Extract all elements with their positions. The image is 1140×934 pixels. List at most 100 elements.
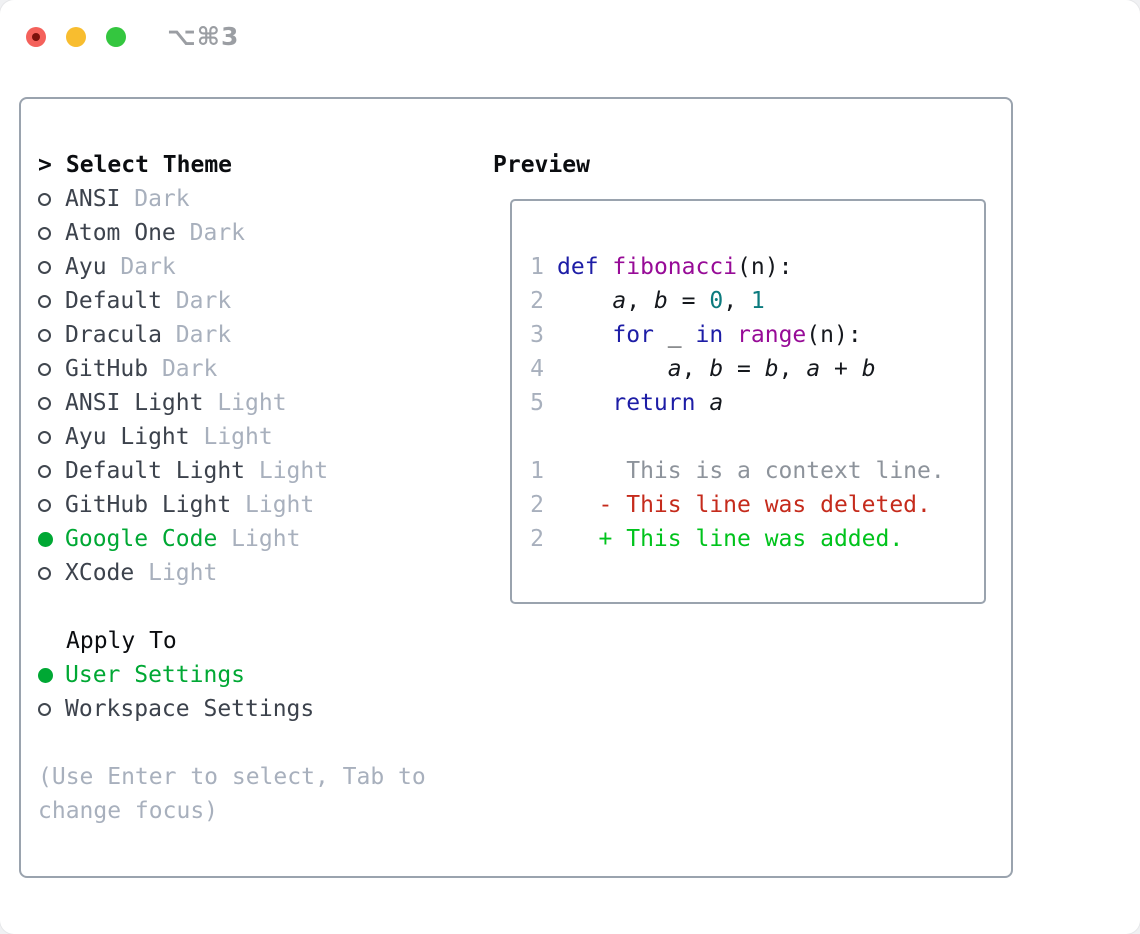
theme-variant-tag: Light	[189, 424, 273, 450]
theme-name: ANSI Light	[65, 390, 204, 416]
theme-name: ANSI	[65, 186, 121, 212]
theme-option-google-code[interactable]: Google Code Light	[38, 522, 488, 556]
theme-name: Default Light	[65, 458, 246, 484]
radio-icon	[38, 192, 51, 206]
apply-option-label: Workspace Settings	[65, 696, 315, 722]
code-line: 3 for _ in range(n):	[530, 318, 984, 352]
line-number: 5	[530, 390, 544, 416]
code-text: a, b = 0, 1	[612, 288, 765, 314]
radio-icon	[38, 396, 51, 410]
spacer	[530, 420, 984, 454]
theme-variant-tag: Light	[203, 390, 287, 416]
apply-to-label: Apply To	[66, 628, 177, 654]
zoom-button[interactable]	[106, 27, 126, 47]
select-theme-label: Select Theme	[65, 152, 233, 178]
theme-option-ansi[interactable]: ANSI Dark	[38, 182, 488, 216]
diff-line-deleted: 2 - This line was deleted.	[530, 488, 984, 522]
help-text-line2: change focus)	[38, 798, 219, 824]
minimize-button[interactable]	[66, 27, 86, 47]
radio-icon	[38, 498, 51, 512]
apply-to-header: Apply To	[38, 624, 488, 658]
theme-option-ayu[interactable]: Ayu Dark	[38, 250, 488, 284]
line-number: 2	[530, 288, 544, 314]
theme-variant-tag: Dark	[175, 220, 246, 246]
apply-option-workspace-settings[interactable]: Workspace Settings	[38, 692, 488, 726]
preview-title: Preview	[493, 152, 590, 178]
line-number: 1	[530, 254, 544, 280]
theme-option-default-light[interactable]: Default Light Light	[38, 454, 488, 488]
radio-icon	[38, 702, 51, 716]
radio-icon	[38, 362, 51, 376]
theme-option-default[interactable]: Default Dark	[38, 284, 488, 318]
theme-name: GitHub Light	[65, 492, 232, 518]
spacer	[38, 726, 488, 760]
theme-name: Ayu Light	[65, 424, 190, 450]
theme-option-ansi-light[interactable]: ANSI Light Light	[38, 386, 488, 420]
radio-icon	[38, 294, 51, 308]
theme-variant-tag: Dark	[161, 322, 232, 348]
code-line: 4 a, b = b, a + b	[530, 352, 984, 386]
radio-icon	[38, 464, 51, 478]
unsaved-dot	[32, 33, 40, 41]
line-number: 2	[530, 492, 544, 518]
theme-option-ayu-light[interactable]: Ayu Light Light	[38, 420, 488, 454]
theme-name: Dracula	[65, 322, 162, 348]
code-line: 2 a, b = 0, 1	[530, 284, 984, 318]
theme-variant-tag: Light	[134, 560, 218, 586]
code-text: return a	[612, 390, 724, 416]
line-number: 2	[530, 526, 544, 552]
theme-name: Atom One	[65, 220, 176, 246]
radio-selected-icon	[38, 667, 53, 683]
diff-line-added: 2 + This line was added.	[530, 522, 984, 556]
line-number: 4	[530, 356, 544, 382]
theme-name: Ayu	[65, 254, 107, 280]
radio-icon	[38, 566, 51, 580]
theme-variant-tag: Light	[245, 458, 329, 484]
code-line: 1 def fibonacci(n):	[530, 250, 984, 284]
code-text: def fibonacci(n):	[557, 254, 793, 280]
caret-icon: >	[38, 152, 52, 178]
theme-variant-tag: Dark	[161, 288, 232, 314]
theme-option-atom-one[interactable]: Atom One Dark	[38, 216, 488, 250]
diff-text: - This line was deleted.	[557, 492, 931, 518]
diff-line-context: 1 This is a context line.	[530, 454, 984, 488]
line-number: 1	[530, 458, 544, 484]
code-text: a, b = b, a + b	[667, 356, 876, 382]
theme-variant-tag: Dark	[106, 254, 176, 280]
radio-icon	[38, 430, 51, 444]
diff-text: This is a context line.	[557, 458, 945, 484]
theme-option-github[interactable]: GitHub Dark	[38, 352, 488, 386]
theme-variant-tag: Dark	[120, 186, 190, 212]
spacer	[38, 590, 488, 624]
code-text: for _ in range(n):	[612, 322, 862, 348]
theme-variant-tag: Light	[217, 526, 301, 552]
theme-variant-tag: Light	[231, 492, 315, 518]
apply-option-user-settings[interactable]: User Settings	[38, 658, 488, 692]
radio-selected-icon	[38, 531, 53, 547]
radio-icon	[38, 328, 51, 342]
theme-variant-tag: Dark	[148, 356, 218, 382]
diff-text: + This line was added.	[557, 526, 904, 552]
help-text-line1: (Use Enter to select, Tab to	[38, 764, 426, 790]
theme-name: XCode	[65, 560, 135, 586]
titlebar: ⌥⌘3	[0, 0, 1140, 74]
code-line: 5 return a	[530, 386, 984, 420]
select-theme-header: > Select Theme	[38, 148, 488, 182]
theme-name: Google Code	[65, 526, 218, 552]
theme-option-xcode[interactable]: XCode Light	[38, 556, 488, 590]
apply-option-label: User Settings	[65, 662, 246, 688]
radio-icon	[38, 260, 51, 274]
theme-option-github-light[interactable]: GitHub Light Light	[38, 488, 488, 522]
window-title: ⌥⌘3	[167, 22, 240, 51]
theme-option-dracula[interactable]: Dracula Dark	[38, 318, 488, 352]
close-button[interactable]	[26, 27, 46, 47]
theme-name: GitHub	[65, 356, 149, 382]
theme-name: Default	[65, 288, 162, 314]
